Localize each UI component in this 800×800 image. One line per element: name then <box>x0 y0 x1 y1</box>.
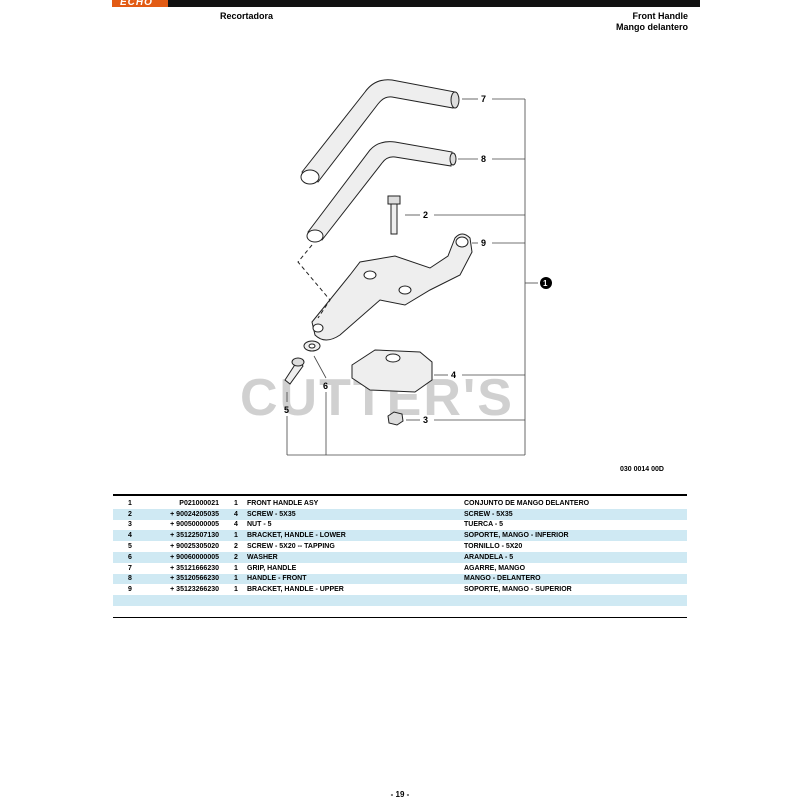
description-en: BRACKET, HANDLE - LOWER <box>247 532 346 540</box>
quantity: 1 <box>234 499 238 507</box>
ref-no: 6 <box>128 553 132 561</box>
description-es: SOPORTE, MANGO - SUPERIOR <box>464 586 572 594</box>
table-row: 9 + 35123266230 1 BRACKET, HANDLE - UPPER SO… <box>113 584 687 595</box>
quantity: 1 <box>234 575 238 583</box>
table-row: 3 + 90050000005 4 NUT - 5 TUERCA - 5 <box>113 520 687 531</box>
ref-no: 7 <box>128 564 132 572</box>
quantity: 1 <box>234 586 238 594</box>
description-es: SCREW - 5X35 <box>464 510 513 518</box>
description-en <box>245 595 462 606</box>
part-4-bracket-lower <box>351 349 433 393</box>
title-spanish: Mango delantero <box>615 22 688 32</box>
table-row: 6 + 90060000005 2 WASHER ARANDELA - 5 <box>113 551 687 563</box>
table-row: 2 + 90024205035 4 SCREW - 5X35 SCREW - 5X35 <box>113 508 687 520</box>
title-english: Front Handle <box>632 11 689 21</box>
part-2-screw <box>387 195 401 235</box>
description-es <box>462 595 687 606</box>
header-bar <box>112 0 700 7</box>
ref-no <box>113 595 145 606</box>
parts-table: 1 P021000021 1 FRONT HANDLE ASY CONJUNTO DE … <box>113 498 687 606</box>
part-number: + 90050000005 <box>170 521 219 529</box>
callout-2: 2 <box>423 210 428 220</box>
part-9-bracket-upper <box>311 233 473 341</box>
page-title-left: Recortadora <box>220 11 274 21</box>
ref-no: 8 <box>128 575 132 583</box>
ref-no: 9 <box>128 586 132 594</box>
description-es: MANGO - DELANTERO <box>464 575 541 583</box>
callout-7: 7 <box>481 94 486 104</box>
ref-no: 2 <box>128 510 132 518</box>
description-es: TORNILLO - 5X20 <box>464 543 523 551</box>
ref-no: 1 <box>128 499 132 507</box>
description-es: AGARRE, MANGO <box>464 564 526 572</box>
callout-4: 4 <box>451 370 456 380</box>
ref-no: 4 <box>128 532 132 540</box>
table-row: 7 + 35121666230 1 GRIP, HANDLE AGARRE, MANGO <box>113 563 687 574</box>
part-number: + 35120566230 <box>170 575 219 583</box>
callout-3: 3 <box>423 415 428 425</box>
quantity: 4 <box>234 521 238 529</box>
quantity: 2 <box>234 553 238 561</box>
callout-lines <box>286 98 538 456</box>
quantity <box>225 595 245 606</box>
table-row <box>113 595 687 606</box>
quantity: 1 <box>234 532 238 540</box>
table-row: 8 + 35120566230 1 HANDLE - FRONT MANGO - DEL… <box>113 573 687 585</box>
callout-9: 9 <box>481 238 486 248</box>
part-number: + 90025305020 <box>170 543 219 551</box>
description-es: TUERCA - 5 <box>464 521 504 529</box>
part-number: + 90060000005 <box>170 553 219 561</box>
description-en: WASHER <box>247 553 278 561</box>
quantity: 4 <box>234 510 238 518</box>
description-en: FRONT HANDLE ASY <box>247 499 319 507</box>
part-3-nut <box>387 411 404 426</box>
description-es: ARANDELA - 5 <box>464 553 514 561</box>
description-es: SOPORTE, MANGO - INFERIOR <box>464 532 569 540</box>
part-number: + 35121666230 <box>170 564 219 572</box>
part-5-screw <box>284 357 305 385</box>
part-number <box>145 595 225 606</box>
part-number: P021000021 <box>179 499 219 507</box>
description-en: NUT - 5 <box>247 521 272 529</box>
table-top-rule <box>113 494 687 496</box>
description-en: GRIP, HANDLE <box>247 564 297 572</box>
part-number: + 35123266230 <box>170 586 219 594</box>
exploded-parts-diagram: 7 8 2 9 1 4 6 5 3 <box>284 79 552 456</box>
quantity: 2 <box>234 543 238 551</box>
part-number: + 35122507130 <box>170 532 219 540</box>
ref-no: 3 <box>128 521 132 529</box>
callout-5: 5 <box>284 405 289 415</box>
part-6-washer <box>303 340 321 352</box>
table-row: 4 + 35122507130 1 BRACKET, HANDLE - LOWER SO… <box>113 530 687 542</box>
table-row: 1 P021000021 1 FRONT HANDLE ASY CONJUNTO DE … <box>113 498 687 509</box>
part-8-handle-front <box>306 141 457 243</box>
description-en: SCREW - 5X20 -- TAPPING <box>247 543 335 551</box>
part-number: + 90024205035 <box>170 510 219 518</box>
description-es: CONJUNTO DE MANGO DELANTERO <box>464 499 590 507</box>
part-7-grip <box>300 79 460 185</box>
callout-6: 6 <box>323 381 328 391</box>
ref-no: 5 <box>128 543 132 551</box>
brand-logo-text: ECHO <box>120 0 153 8</box>
table-bottom-rule <box>113 617 687 618</box>
callout-8: 8 <box>481 154 486 164</box>
page-title-right: Front Handle Mango delantero <box>616 11 688 33</box>
description-en: HANDLE - FRONT <box>247 575 307 583</box>
brand-logo <box>112 0 168 7</box>
quantity: 1 <box>234 564 238 572</box>
page-number: - 19 - <box>390 790 410 799</box>
description-en: SCREW - 5X35 <box>247 510 296 518</box>
description-en: BRACKET, HANDLE - UPPER <box>247 586 344 594</box>
callout-1: 1 <box>543 279 548 288</box>
table-row: 5 + 90025305020 2 SCREW - 5X20 -- TAPPING TO… <box>113 541 687 552</box>
figure-code: 030 0014 00D <box>620 466 664 473</box>
